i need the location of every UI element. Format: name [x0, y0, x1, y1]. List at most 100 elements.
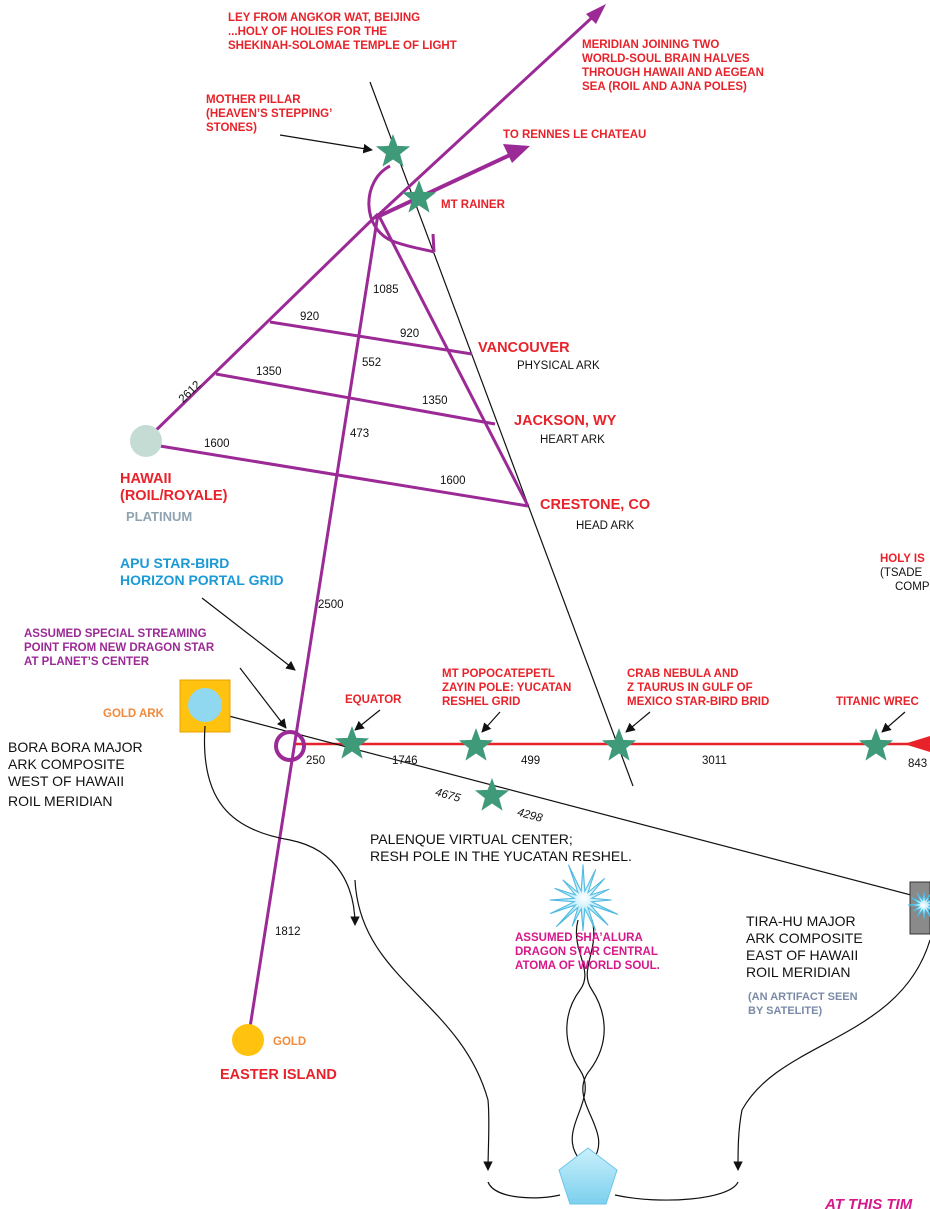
- bora-bora-l4: ROIL MERIDIAN: [8, 793, 113, 809]
- streaming-l2: POINT FROM NEW DRAGON STAR: [24, 642, 215, 654]
- titanic-label: TITANIC WREC: [836, 696, 919, 708]
- tira-hu-burst: [907, 891, 930, 920]
- meridian-arrowhead: [586, 4, 606, 24]
- holy-is-l1: HOLY IS: [880, 553, 925, 565]
- platinum-label: PLATINUM: [126, 509, 192, 524]
- helix-left: [566, 919, 586, 1161]
- pointer-streaming: [239, 667, 287, 729]
- bora-bora-l3: WEST OF HAWAII: [8, 773, 124, 789]
- shaalura-l2: DRAGON STAR CENTRAL: [515, 946, 658, 958]
- palenque-l2: RESH POLE IN THE YUCATAN RESHEL.: [370, 848, 632, 864]
- mt-rainer-label: MT RAINER: [441, 199, 506, 211]
- easter-island-label: EASTER ISLAND: [220, 1067, 337, 1083]
- line-rainer-crestone: [376, 213, 530, 507]
- dist-552: 552: [362, 357, 381, 369]
- dist-3011: 3011: [702, 755, 727, 767]
- pointer-apu: [201, 597, 296, 671]
- dist-1812: 1812: [275, 926, 301, 938]
- pointer-crab: [625, 711, 651, 733]
- pointer-equator: [354, 709, 381, 731]
- holy-is-l3: COMP: [895, 581, 930, 593]
- star-crab-icon: [601, 728, 637, 761]
- dist-1350-b: 1350: [422, 395, 448, 407]
- dist-4298: 4298: [516, 807, 544, 825]
- equator-label: EQUATOR: [345, 694, 402, 706]
- apu-l1: APU STAR-BIRD: [120, 555, 229, 571]
- curve-bottom-right: [614, 1181, 739, 1201]
- meridian-l2: WORLD-SOUL BRAIN HALVES: [582, 53, 750, 65]
- dist-1746: 1746: [392, 755, 418, 767]
- tira-hu-l3: EAST OF HAWAII: [746, 947, 858, 963]
- artifact-l1: (AN ARTIFACT SEEN: [748, 991, 858, 1003]
- ley-angkor-l1: LEY FROM ANGKOR WAT, BEIJING: [228, 12, 420, 24]
- tira-hu-l4: ROIL MERIDIAN: [746, 964, 851, 980]
- artifact-l2: BY SATELITE): [748, 1005, 822, 1017]
- line-1350: [215, 372, 496, 426]
- dist-499: 499: [521, 755, 540, 767]
- gold-ark-label: GOLD ARK: [103, 708, 165, 720]
- crab-l3: MEXICO STAR-BIRD BRID: [627, 696, 769, 708]
- pointer-mother-pillar: [279, 134, 373, 154]
- palenque-l1: PALENQUE VIRTUAL CENTER;: [370, 831, 573, 847]
- dist-2500: 2500: [318, 599, 344, 611]
- mt-popo-l1: MT POPOCATEPETL: [442, 668, 555, 680]
- star-mt-popo-icon: [458, 728, 494, 761]
- vancouver-label: VANCOUVER: [478, 340, 570, 356]
- line-920: [269, 320, 473, 356]
- pointer-mt-popo: [481, 711, 501, 733]
- easter-island-circle-real: [232, 1024, 264, 1056]
- meridian-l4: SEA (ROIL AND AJNA POLES): [582, 81, 747, 93]
- line-hawaii-rainer: [144, 212, 380, 442]
- tira-hu-l2: ARK COMPOSITE: [746, 930, 863, 946]
- ley-angkor-l2: ...HOLY OF HOLIES FOR THE: [228, 26, 387, 38]
- mother-pillar-l1: MOTHER PILLAR: [206, 94, 301, 106]
- tira-hu-l1: TIRA-HU MAJOR: [746, 913, 856, 929]
- curve-left-to-pentagon: [354, 879, 493, 1171]
- hawaii-l2: (ROIL/ROYALE): [120, 488, 228, 504]
- meridian-l3: THROUGH HAWAII AND AEGEAN: [582, 67, 764, 79]
- ley-angkor-l3: SHEKINAH-SOLOMAE TEMPLE OF LIGHT: [228, 40, 457, 52]
- dist-1085: 1085: [373, 284, 399, 296]
- star-palenque-icon: [474, 778, 510, 811]
- dist-920-b: 920: [400, 328, 419, 340]
- helix-right: [582, 919, 605, 1161]
- hawaii-l1: HAWAII: [120, 471, 172, 487]
- dist-1600-a: 1600: [204, 438, 230, 450]
- line-1600: [159, 444, 529, 508]
- curve-right-to-pentagon: [733, 939, 930, 1171]
- streaming-l3: AT PLANET’S CENTER: [24, 656, 150, 668]
- shaalura-l3: ATOMA OF WORLD SOUL.: [515, 960, 660, 972]
- dist-843: 843: [908, 758, 927, 770]
- holy-is-l2: (TSADE: [880, 567, 923, 579]
- dist-1600-b: 1600: [440, 475, 466, 487]
- rennes-line: [374, 152, 513, 220]
- dist-473: 473: [350, 428, 369, 440]
- physical-ark-label: PHYSICAL ARK: [517, 360, 600, 372]
- bora-bora-l2: ARK COMPOSITE: [8, 756, 125, 772]
- curve-goldark-down: [203, 725, 360, 926]
- mother-pillar-l2: (HEAVEN’S STEPPING’: [206, 108, 332, 120]
- hawaii-circle: [130, 425, 162, 457]
- rennes-arrowhead: [503, 144, 530, 163]
- pentagon-shape: [558, 1147, 618, 1205]
- curve-bottom-left: [487, 1181, 561, 1199]
- dist-250: 250: [306, 755, 325, 767]
- bora-bora-l1: BORA BORA MAJOR: [8, 739, 143, 755]
- arc-end-line: [431, 233, 436, 253]
- mt-popo-l3: RESHEL GRID: [442, 696, 520, 708]
- equator-arrowhead: [904, 736, 930, 752]
- head-ark-label: HEAD ARK: [576, 520, 634, 532]
- line-rainer-easter: [246, 213, 380, 1041]
- apu-l2: HORIZON PORTAL GRID: [120, 572, 284, 588]
- meridian-l1: MERIDIAN JOINING TWO: [582, 39, 719, 51]
- crab-l1: CRAB NEBULA AND: [627, 668, 739, 680]
- mt-popo-l2: ZAYIN POLE: YUCATAN: [442, 682, 571, 694]
- shaalura-l1: ASSUMED SHA’ALURA: [515, 932, 643, 944]
- star-mt-rainer-icon: [401, 180, 437, 213]
- gold-label: GOLD: [273, 1036, 306, 1048]
- star-titanic-icon: [858, 728, 894, 761]
- dragon-star-burst: [549, 864, 619, 931]
- jackson-label: JACKSON, WY: [514, 413, 617, 429]
- dist-1350-a: 1350: [256, 366, 282, 378]
